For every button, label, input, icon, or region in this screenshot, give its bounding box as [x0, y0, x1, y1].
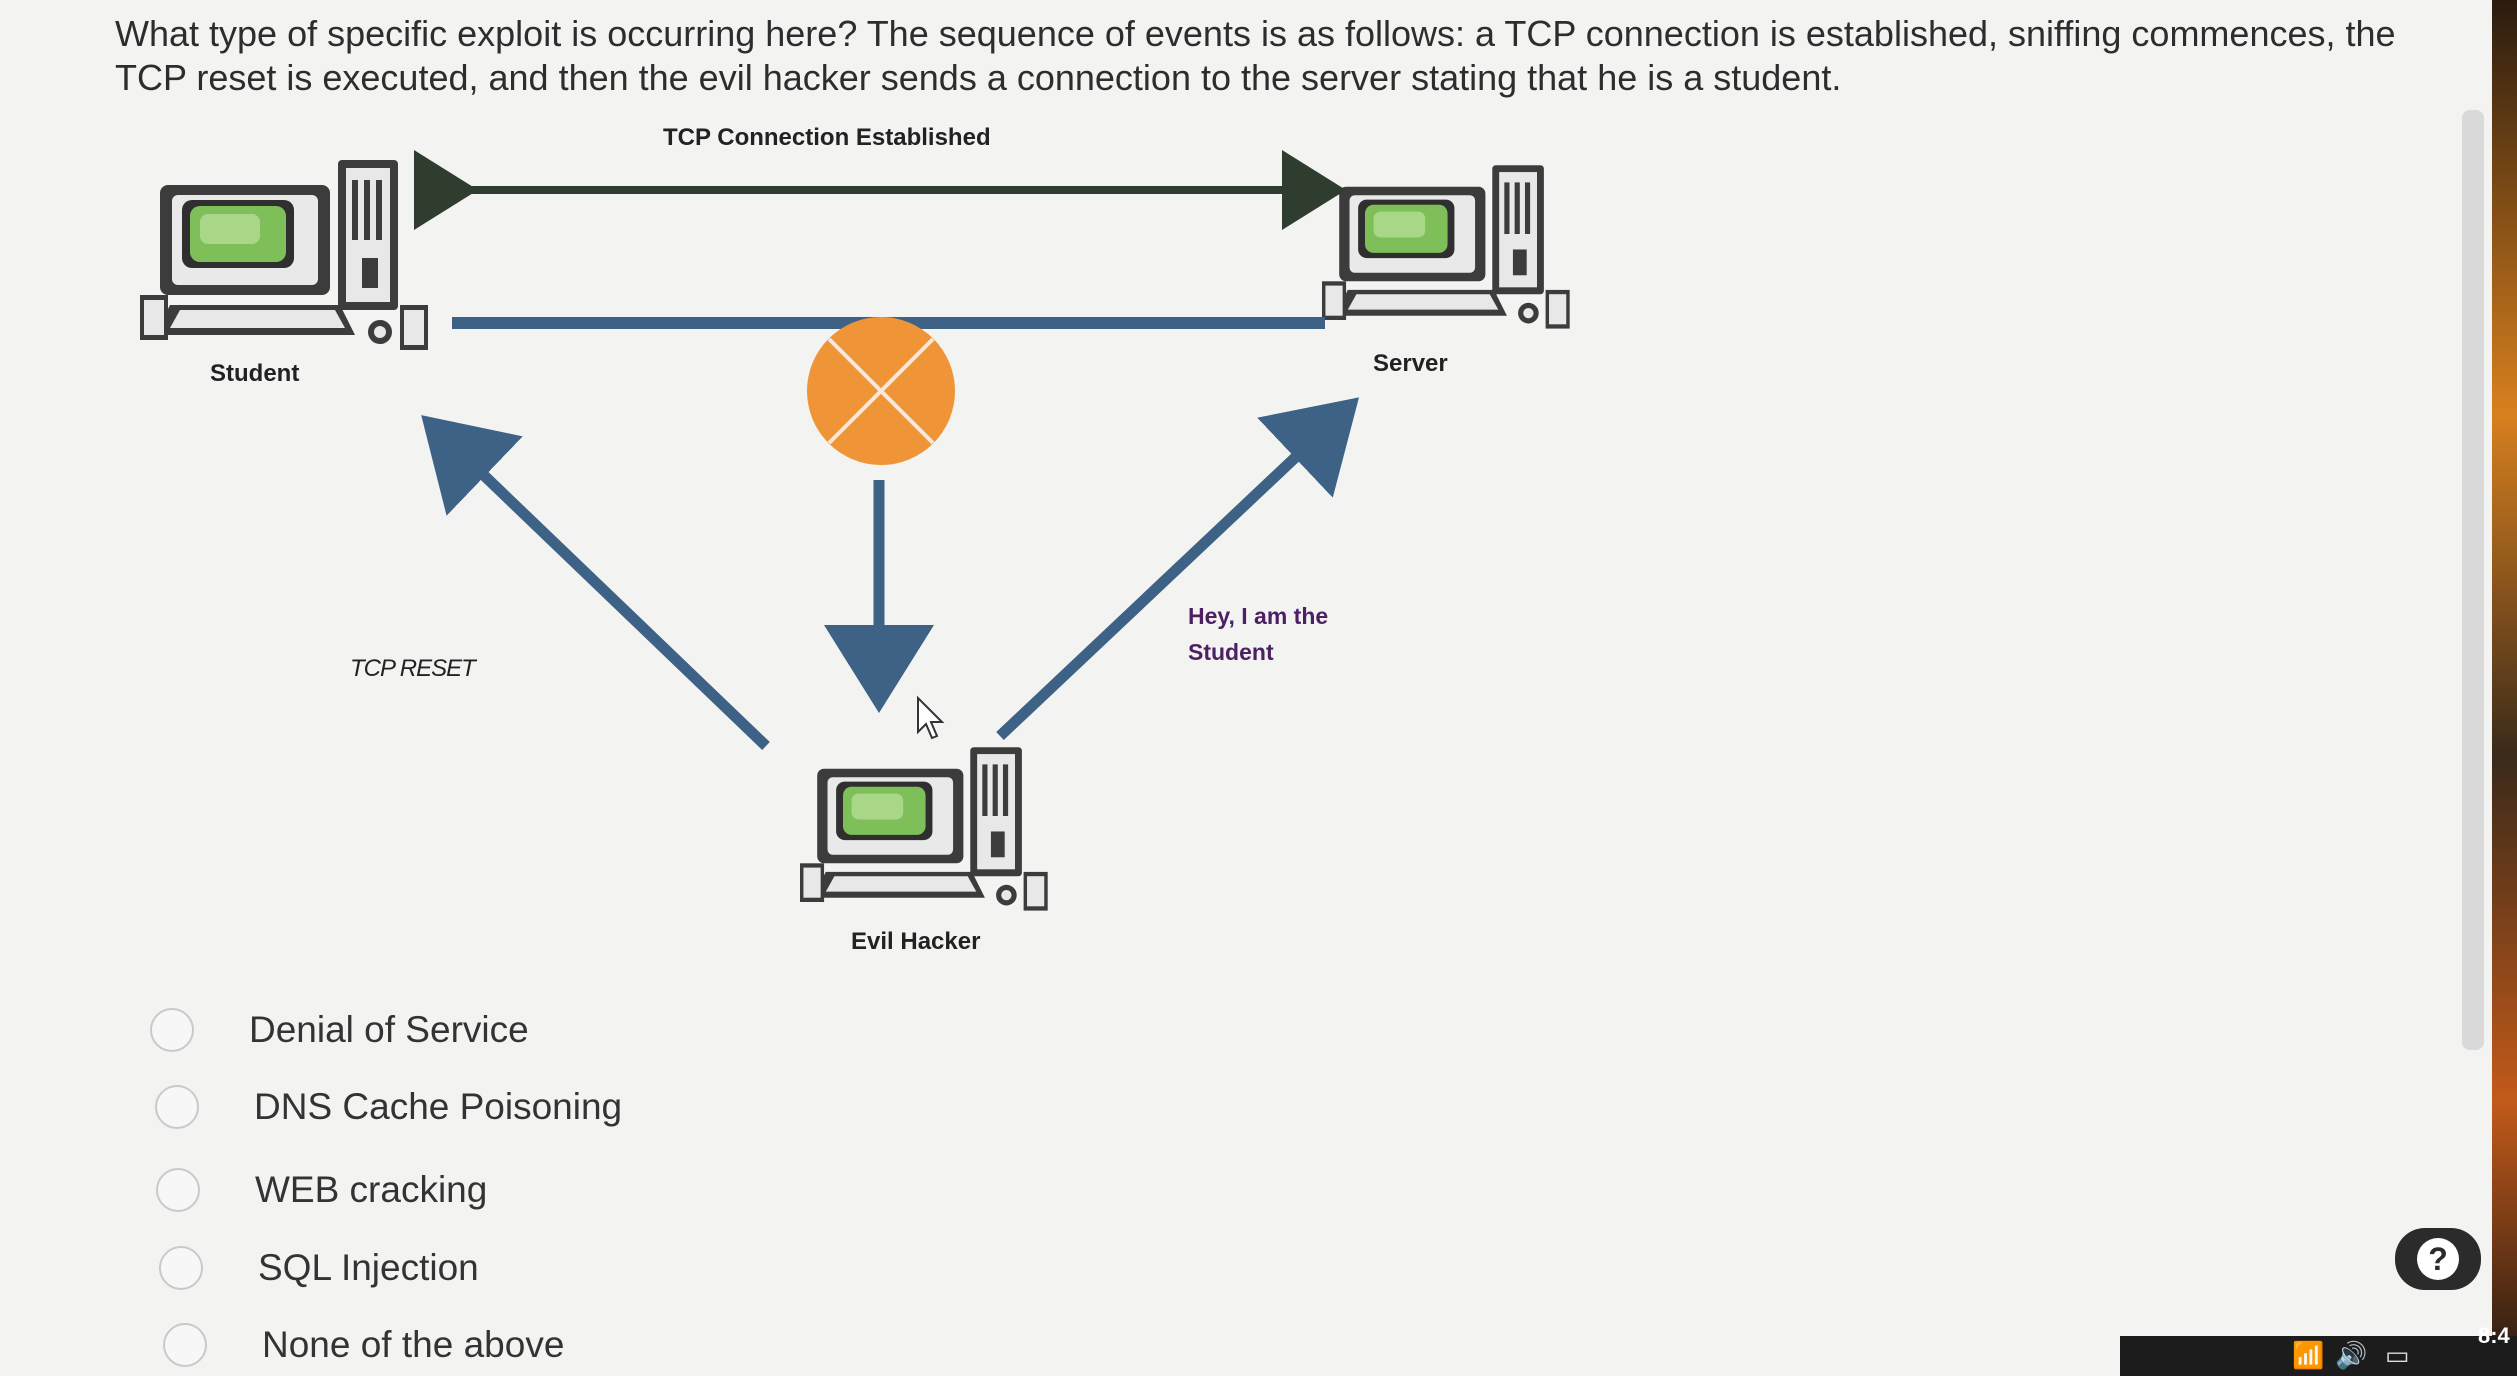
server-computer-icon — [1322, 165, 1570, 329]
option-label: Denial of Service — [249, 1009, 529, 1050]
taskbar-clock[interactable]: 8:4 — [2478, 1323, 2510, 1348]
spoof-arrow — [996, 397, 1360, 741]
option-sql-injection[interactable]: SQL Injection — [159, 1238, 479, 1298]
radio-button[interactable] — [159, 1246, 203, 1290]
tcp-reset-label: TCP RESET — [350, 655, 476, 682]
option-web-cracking[interactable]: WEB cracking — [156, 1160, 487, 1220]
sniff-intercept-icon — [807, 317, 955, 465]
question-text: What type of specific exploit is occurri… — [115, 13, 2396, 98]
server-label: Server — [1373, 350, 1448, 377]
tcp-connection-label: TCP Connection Established — [663, 124, 991, 151]
page-scrollbar[interactable] — [2462, 110, 2484, 1050]
volume-icon[interactable]: 🔊 — [2335, 1340, 2368, 1370]
radio-button[interactable] — [150, 1008, 194, 1052]
radio-button[interactable] — [156, 1168, 200, 1212]
option-label: WEB cracking — [255, 1169, 488, 1210]
option-none-of-the-above[interactable]: None of the above — [163, 1315, 564, 1375]
option-denial-of-service[interactable]: Denial of Service — [150, 1000, 529, 1060]
radio-button[interactable] — [155, 1085, 199, 1129]
question-mark-icon: ? — [2417, 1238, 2459, 1280]
option-label: DNS Cache Poisoning — [254, 1086, 623, 1127]
taskbar — [2120, 1336, 2517, 1376]
option-label: None of the above — [262, 1324, 565, 1365]
tcp-reset-arrow — [421, 415, 770, 750]
student-computer-icon — [140, 160, 428, 350]
mouse-cursor-icon — [917, 695, 945, 740]
option-label: SQL Injection — [258, 1247, 479, 1288]
desktop-wallpaper-edge — [2492, 0, 2517, 1376]
student-label: Student — [210, 360, 300, 387]
wifi-icon[interactable]: 📶 — [2292, 1340, 2325, 1370]
network-diagram — [140, 150, 1570, 911]
help-button[interactable]: ? — [2395, 1228, 2481, 1290]
hacker-computer-icon — [800, 747, 1048, 911]
evil-hacker-label: Evil Hacker — [851, 928, 981, 955]
option-dns-cache-poisoning[interactable]: DNS Cache Poisoning — [155, 1077, 622, 1137]
battery-icon[interactable]: ▭ — [2385, 1340, 2410, 1370]
spoof-label-line1: Hey, I am the — [1188, 603, 1329, 629]
spoof-label-line2: Student — [1188, 639, 1274, 665]
radio-button[interactable] — [163, 1323, 207, 1367]
